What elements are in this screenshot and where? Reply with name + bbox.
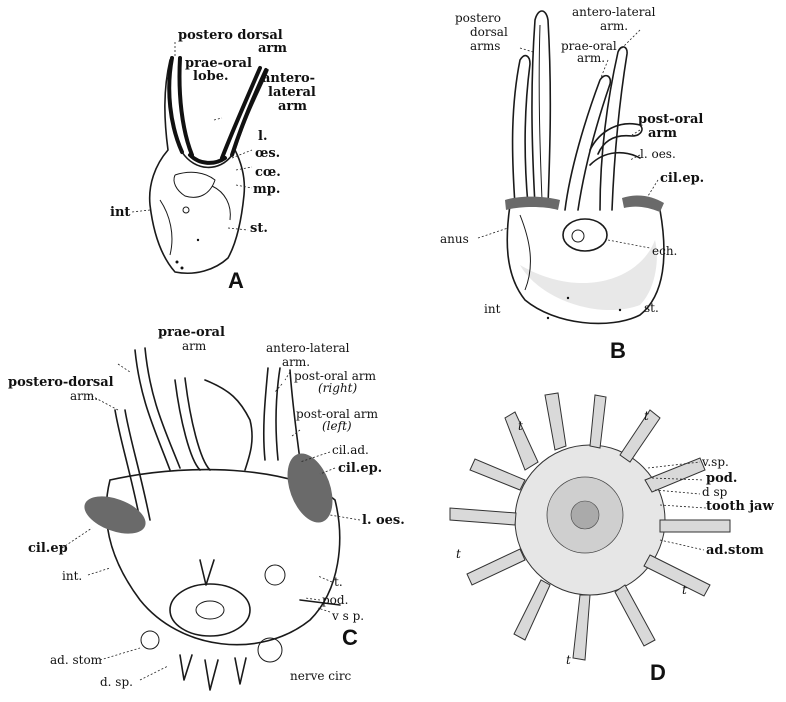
label-c-prae-oral: prae-oral [158, 325, 225, 340]
label-c-left: (left) [322, 419, 352, 433]
label-d-t3: t [456, 547, 461, 561]
panel-a-letter: A [228, 268, 244, 293]
label-b-ech: ech. [652, 244, 677, 258]
label-c-antero-arm: arm. [282, 355, 310, 369]
label-c-int: int. [62, 569, 82, 583]
label-b-st: st. [644, 301, 659, 315]
panel-a-drawing [150, 58, 268, 273]
label-d-t5: t [566, 653, 571, 667]
label-a-coe: cœ. [255, 165, 281, 180]
label-c-postero-dorsal: postero-dorsal [8, 375, 114, 390]
label-a-st: st. [250, 221, 268, 236]
label-d-dsp: d sp [702, 485, 728, 499]
label-a-oes: œs. [255, 146, 280, 161]
label-b-post-oral: post-oral [638, 112, 703, 127]
label-c-right: (right) [318, 381, 357, 395]
label-c-pod: pod. [322, 593, 348, 607]
label-a-lateral: lateral [268, 85, 316, 100]
panel-c-letter: C [342, 625, 358, 650]
label-a-arm: arm [278, 99, 307, 114]
label-a-antero: antero- [262, 71, 315, 86]
label-b-arms: arms [470, 39, 500, 53]
label-d-t1: t [518, 419, 523, 433]
label-d-tooth-jaw: tooth jaw [706, 499, 774, 514]
label-c-t: t. [334, 575, 343, 589]
label-a-mp: mp. [253, 182, 280, 197]
label-d-ad-stom: ad.stom [706, 543, 764, 558]
label-c-cil-ep: cil.ep. [338, 461, 382, 476]
label-d-pod: pod. [706, 471, 737, 486]
panel-b: postero dorsal arms antero-lateral arm. … [440, 5, 704, 363]
label-b-cil-ep: cil.ep. [660, 171, 704, 186]
label-b-post-oral-arm: arm [648, 126, 677, 141]
label-a-prae-oral-lobe: lobe. [193, 69, 229, 84]
label-c-dsp: d. sp. [100, 675, 133, 689]
label-c-antero-lateral: antero-lateral [266, 341, 350, 355]
label-c-postero-arm: arm. [70, 389, 98, 403]
label-b-anus: anus [440, 232, 469, 246]
label-c-vsp: v s p. [331, 609, 364, 623]
label-b-postero: postero [455, 11, 501, 25]
label-b-prae-arm: arm. [577, 51, 605, 65]
label-c-l-oes: l. oes. [362, 513, 405, 528]
label-d-vsp: v.sp. [701, 455, 729, 469]
label-d-t2: t [644, 409, 649, 423]
label-a-int: int [110, 205, 130, 220]
panel-c-drawing [79, 348, 341, 690]
label-b-dorsal: dorsal [470, 25, 508, 39]
label-c-cil-ep-left: cil.ep [28, 541, 68, 556]
panel-b-letter: B [610, 338, 626, 363]
label-c-nerve: nerve circ [290, 669, 352, 683]
panel-c: prae-oral arm antero-lateral arm. poster… [8, 325, 405, 690]
label-b-antero-arm: arm. [600, 19, 628, 33]
panel-a: postero dorsal arm prae-oral lobe. anter… [110, 28, 316, 293]
label-a-l: l. [258, 129, 267, 144]
label-c-cil-ad: cil.ad. [332, 443, 369, 457]
label-c-prae-arm: arm [182, 339, 207, 353]
panel-d: t t t t t v.sp. pod. d sp tooth jaw ad.s… [450, 393, 774, 685]
label-b-antero-lateral: antero-lateral [572, 5, 656, 19]
panel-d-letter: D [650, 660, 666, 685]
label-a-postero-dorsal-arm: arm [258, 41, 287, 56]
label-d-t4: t [682, 583, 687, 597]
label-b-int: int [484, 302, 501, 316]
label-b-l-oes: l. oes. [640, 147, 676, 161]
panel-d-drawing [450, 393, 730, 660]
label-c-ad-stom: ad. stom [50, 653, 103, 667]
